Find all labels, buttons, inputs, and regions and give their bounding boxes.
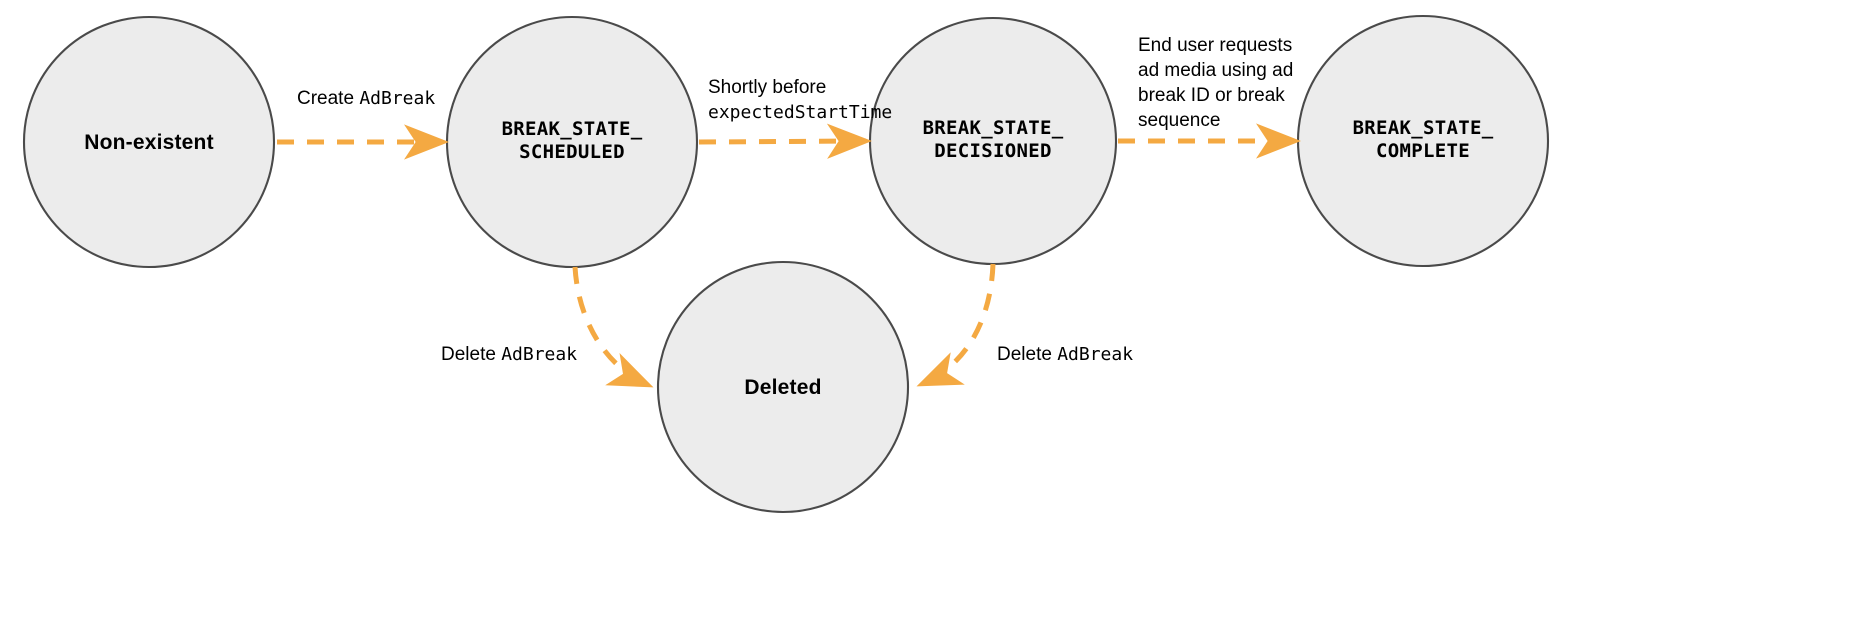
edge-delete-adbreak-from-decisioned [916, 263, 996, 387]
edge-shortly-before-expected-start-time [698, 123, 872, 159]
node-circle-break-state-complete[interactable] [1296, 14, 1550, 268]
node-circle-break-state-scheduled[interactable] [445, 15, 699, 269]
node-circle-deleted[interactable] [656, 260, 910, 514]
node-circle-non-existent[interactable] [22, 15, 276, 269]
edge-delete-adbreak-from-scheduled [572, 266, 654, 388]
node-circle-break-state-decisioned[interactable] [868, 16, 1118, 266]
